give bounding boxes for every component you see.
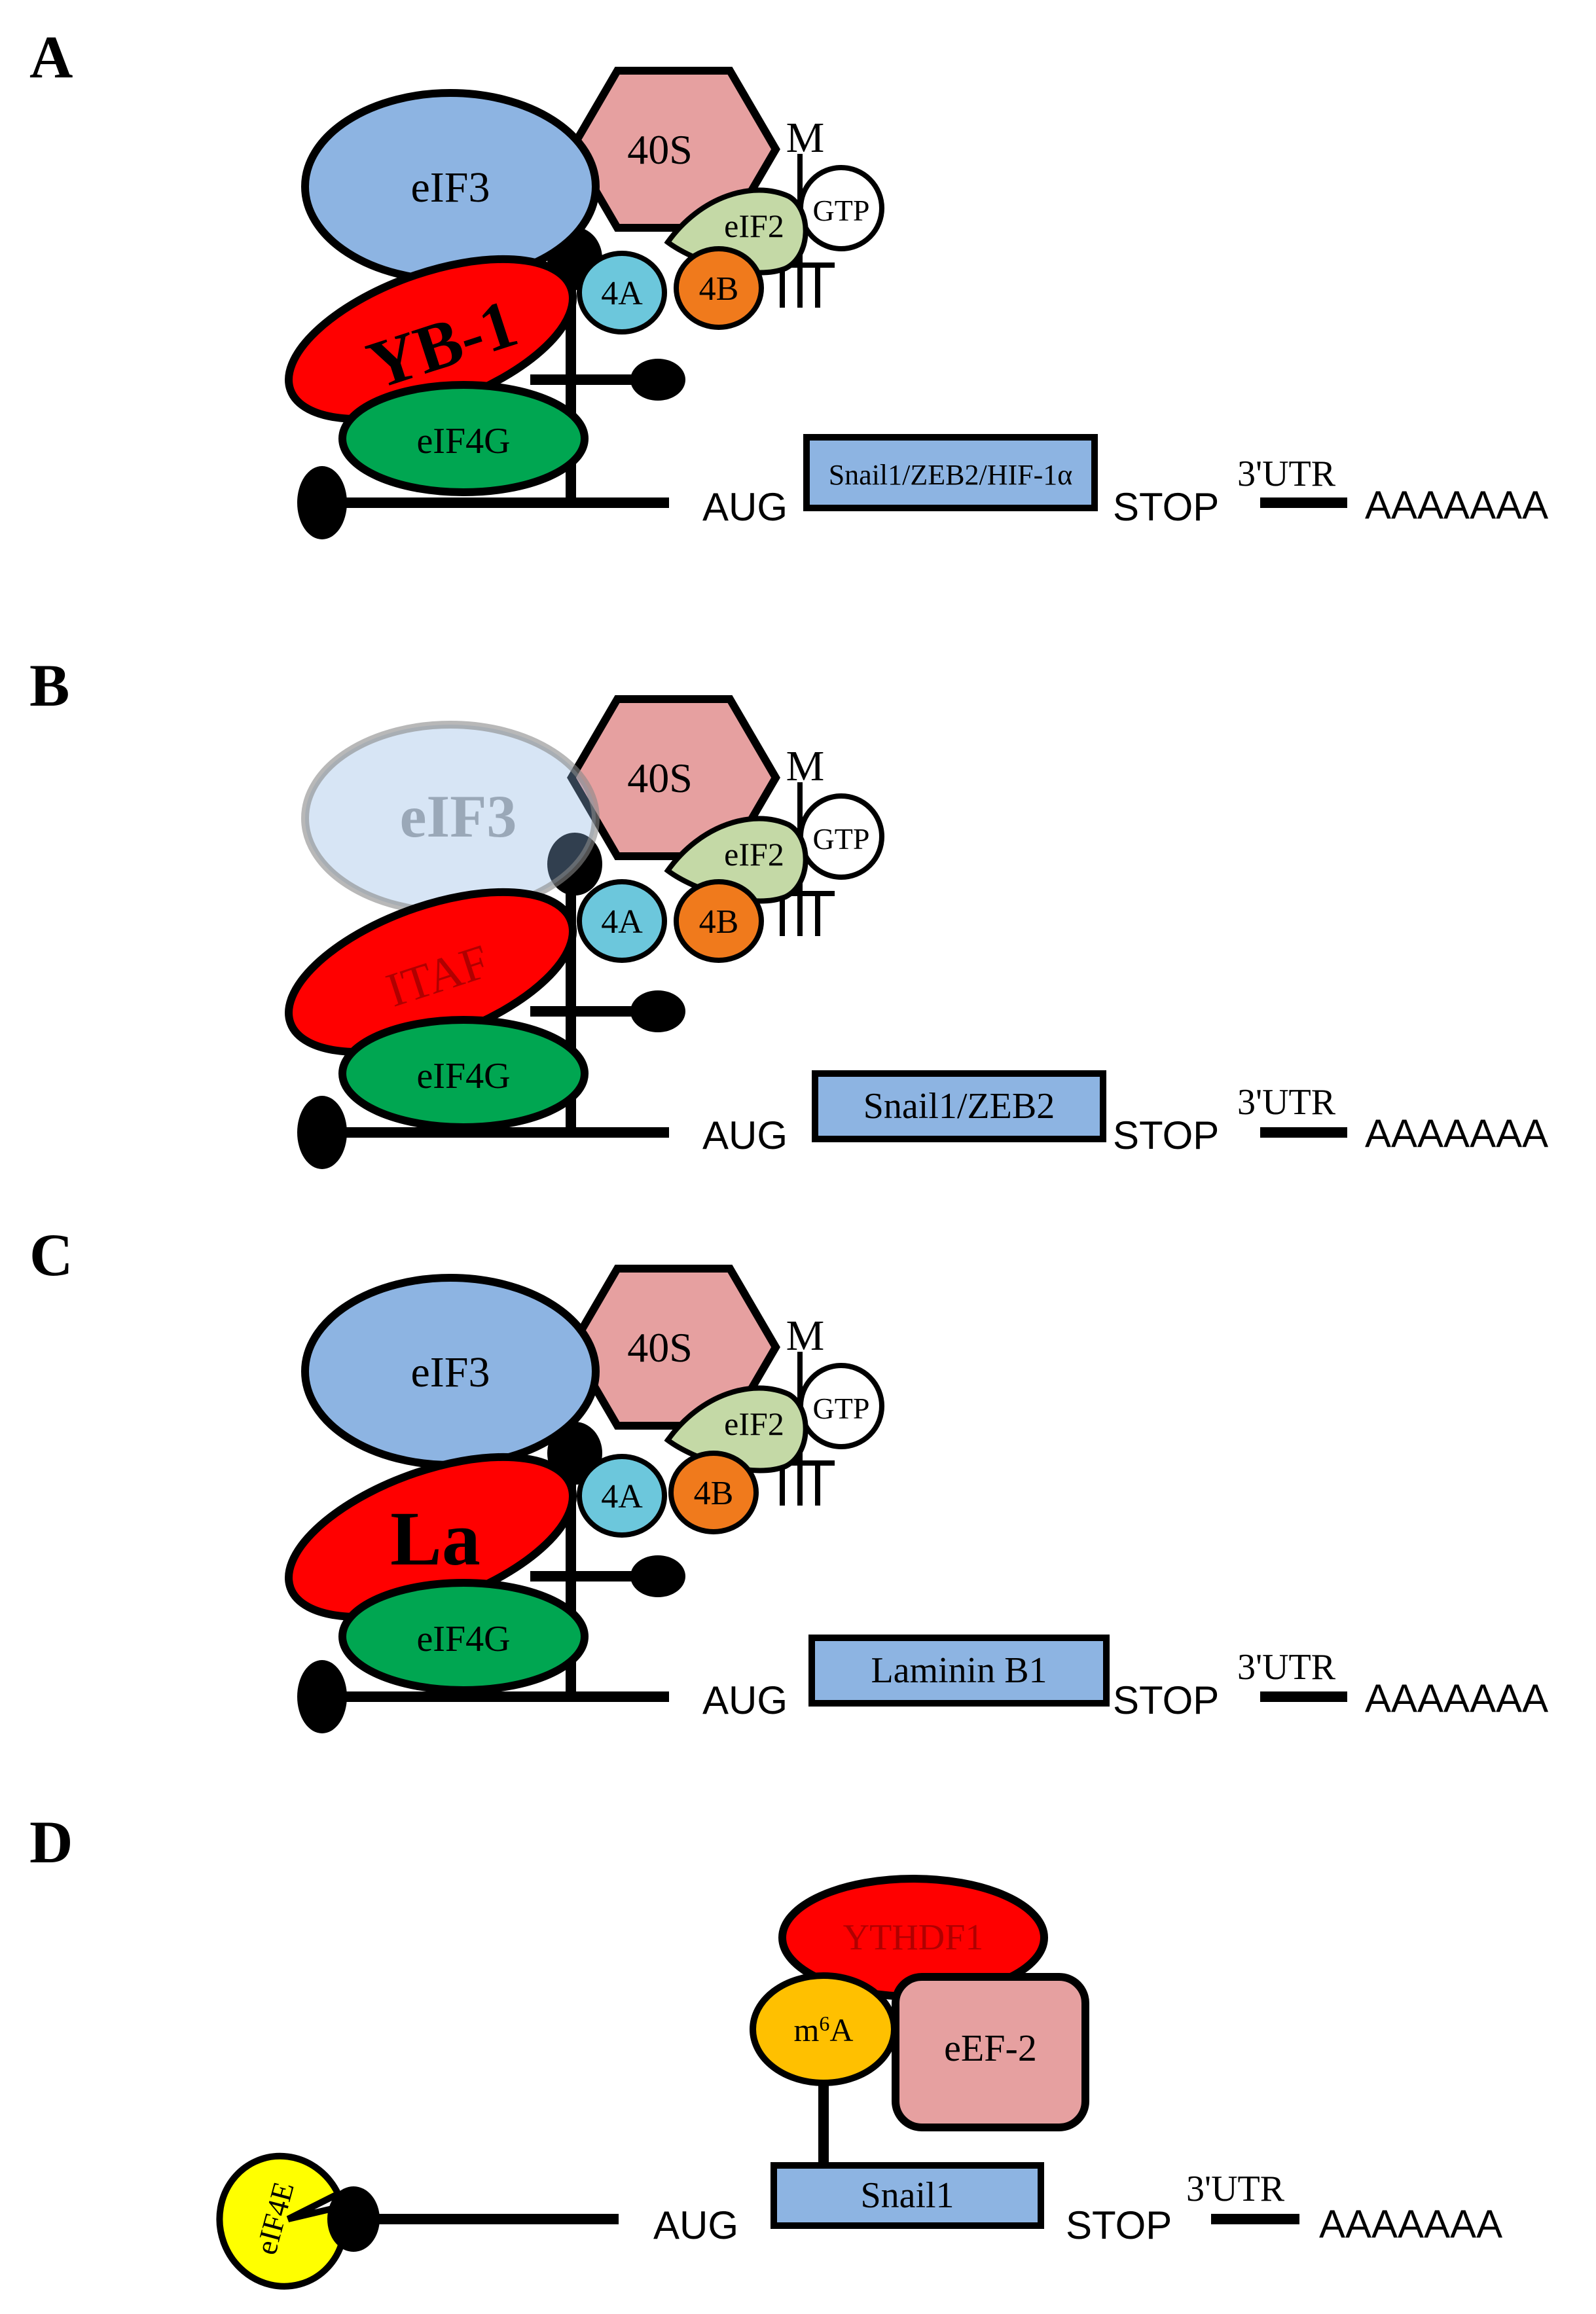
eif4g [338,1579,589,1694]
panel-c: C 40S eIF3 M GTP eIF2 4A 4B La eIF4G AUG… [29,1221,1548,1733]
stop-label: STOP [1113,1113,1219,1157]
polya-label: AAAAAAA [1319,2202,1502,2246]
m6a-label-a: A [829,2012,853,2048]
utr-label: 3'UTR [1186,2169,1285,2209]
eif3-label: eIF3 [411,1348,490,1396]
eif4b-label: 4B [699,903,739,941]
cds-label: Laminin B1 [871,1650,1047,1691]
eif3-label: eIF3 [400,783,517,850]
stop-label: STOP [1066,2203,1172,2247]
met-label: M [786,1312,825,1360]
polya-label: AAAAAAA [1365,1676,1548,1720]
stem-knob-icon [630,359,685,401]
eif4a [577,879,667,963]
eif2-label: eIF2 [724,208,784,244]
utr-label: 3'UTR [1237,1647,1336,1688]
ribosome-40s-label: 40S [627,126,693,173]
eif4g [338,381,589,496]
eif4a [577,1454,667,1538]
m6a [750,1972,898,2086]
met-label: M [786,114,825,162]
cds-box [808,1635,1110,1707]
eif4b [674,246,764,330]
eif4a-label: 4A [601,903,643,941]
met-label: M [786,742,825,790]
stop-label: STOP [1113,1678,1219,1722]
cds-label: Snail1 [860,2175,954,2216]
eif4b-label: 4B [699,270,739,308]
panel-b-label: B [29,652,69,719]
eif4a [577,251,667,334]
eif3-label: eIF3 [411,164,490,211]
utr-label: 3'UTR [1237,1082,1336,1123]
aug-label: AUG [702,485,788,529]
panel-a: A 40S eIF3 M GTP eIF2 4A 4B [29,24,1548,539]
eif4g-label: eIF4G [416,1619,510,1659]
eif4g-label: eIF4G [416,421,510,461]
eif4g [338,1016,589,1131]
panel-d-label: D [29,1809,73,1875]
eif4b [668,1451,759,1534]
polya-label: AAAAAAA [1365,1112,1548,1155]
eef2 [892,1973,1089,2131]
m6a-label-m: m [793,2012,819,2048]
eef2-label: eEF-2 [944,2027,1037,2069]
aug-label: AUG [702,1678,788,1722]
utr-label: 3'UTR [1237,454,1336,494]
cap-icon [327,2186,380,2252]
stem-knob-icon [630,990,685,1032]
ribosome-40s-label: 40S [627,755,693,801]
panel-b: B 40S eIF3 M GTP eIF2 4A 4B ITAF eIF4G A… [29,652,1548,1169]
gtp-label: GTP [813,1392,870,1425]
aug-label: AUG [702,1113,788,1157]
cds-box [771,2162,1044,2229]
panel-d: D eIF4E YTHDF1 eEF-2 m6A AUG Snail1 STOP… [29,1809,1502,2290]
eif4a-label: 4A [601,275,643,312]
eif2-label: eIF2 [724,1405,784,1442]
cds-box [803,434,1098,511]
cds-box [812,1070,1106,1142]
aug-label: AUG [653,2203,738,2247]
polya-label: AAAAAAA [1365,483,1548,527]
eif4g-label: eIF4G [416,1056,510,1096]
eif4b [674,879,764,963]
m6a-label: m6A [793,2012,853,2048]
eif4e-pacman-icon [216,2152,348,2290]
m6a-label-sup: 6 [819,2012,829,2035]
cds-label: Snail1/ZEB2/HIF-1α [829,459,1073,491]
itaf-la-label: La [390,1496,481,1582]
gtp-label: GTP [813,194,870,227]
ribosome-40s-label: 40S [627,1324,693,1371]
ythdf1-label: YTHDF1 [843,1917,984,1958]
eif4b-label: 4B [694,1475,734,1512]
panel-c-label: C [29,1221,73,1288]
eif2-label: eIF2 [724,836,784,873]
stem-knob-icon [630,1555,685,1597]
gtp-label: GTP [813,822,870,856]
cds-label: Snail1/ZEB2 [863,1086,1055,1127]
eif4a-label: 4A [601,1478,643,1515]
stop-label: STOP [1113,485,1219,529]
panel-a-label: A [29,24,73,90]
